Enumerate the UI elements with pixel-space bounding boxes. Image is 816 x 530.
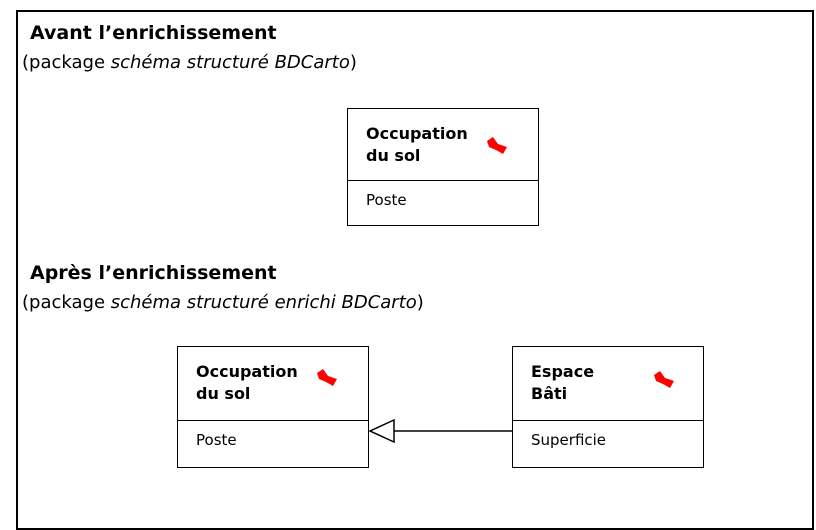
before-caption-prefix: (package (22, 52, 111, 73)
class-attribute: Poste (196, 431, 237, 449)
before-caption-suffix: ) (349, 52, 357, 73)
class-name: Espace Bâti (531, 362, 595, 403)
generalization-arrow[interactable] (0, 0, 816, 510)
hollow-triangle-arrowhead-icon (368, 418, 395, 444)
after-caption-package: schéma structuré enrichi BDCarto (110, 292, 417, 313)
red-package-flag-icon (317, 369, 337, 386)
class-attribute: Superficie (531, 431, 607, 449)
class-name: Occupation du sol (196, 362, 298, 403)
class-espace-bati[interactable]: Espace Bâti Superficie (512, 346, 704, 468)
red-package-flag-icon (487, 137, 507, 154)
class-name: Occupation du sol (366, 124, 468, 165)
after-heading: Après l’enrichissement (30, 262, 277, 284)
class-name-compartment: Occupation du sol (178, 347, 368, 421)
class-attribute: Poste (366, 191, 407, 209)
after-caption-prefix: (package (22, 292, 111, 313)
after-caption-suffix: ) (416, 292, 424, 313)
class-occupation-du-sol-parent[interactable]: Occupation du sol Poste (177, 346, 369, 468)
before-caption-package: schéma structuré BDCarto (110, 52, 350, 73)
before-caption: (package schéma structuré BDCarto) (22, 52, 357, 73)
class-name-compartment: Espace Bâti (513, 347, 703, 421)
class-occupation-du-sol-before[interactable]: Occupation du sol Poste (347, 108, 539, 226)
after-caption: (package schéma structuré enrichi BDCart… (22, 292, 424, 313)
class-name-compartment: Occupation du sol (348, 109, 538, 181)
red-package-flag-icon (654, 371, 674, 388)
before-heading: Avant l’enrichissement (30, 22, 277, 44)
